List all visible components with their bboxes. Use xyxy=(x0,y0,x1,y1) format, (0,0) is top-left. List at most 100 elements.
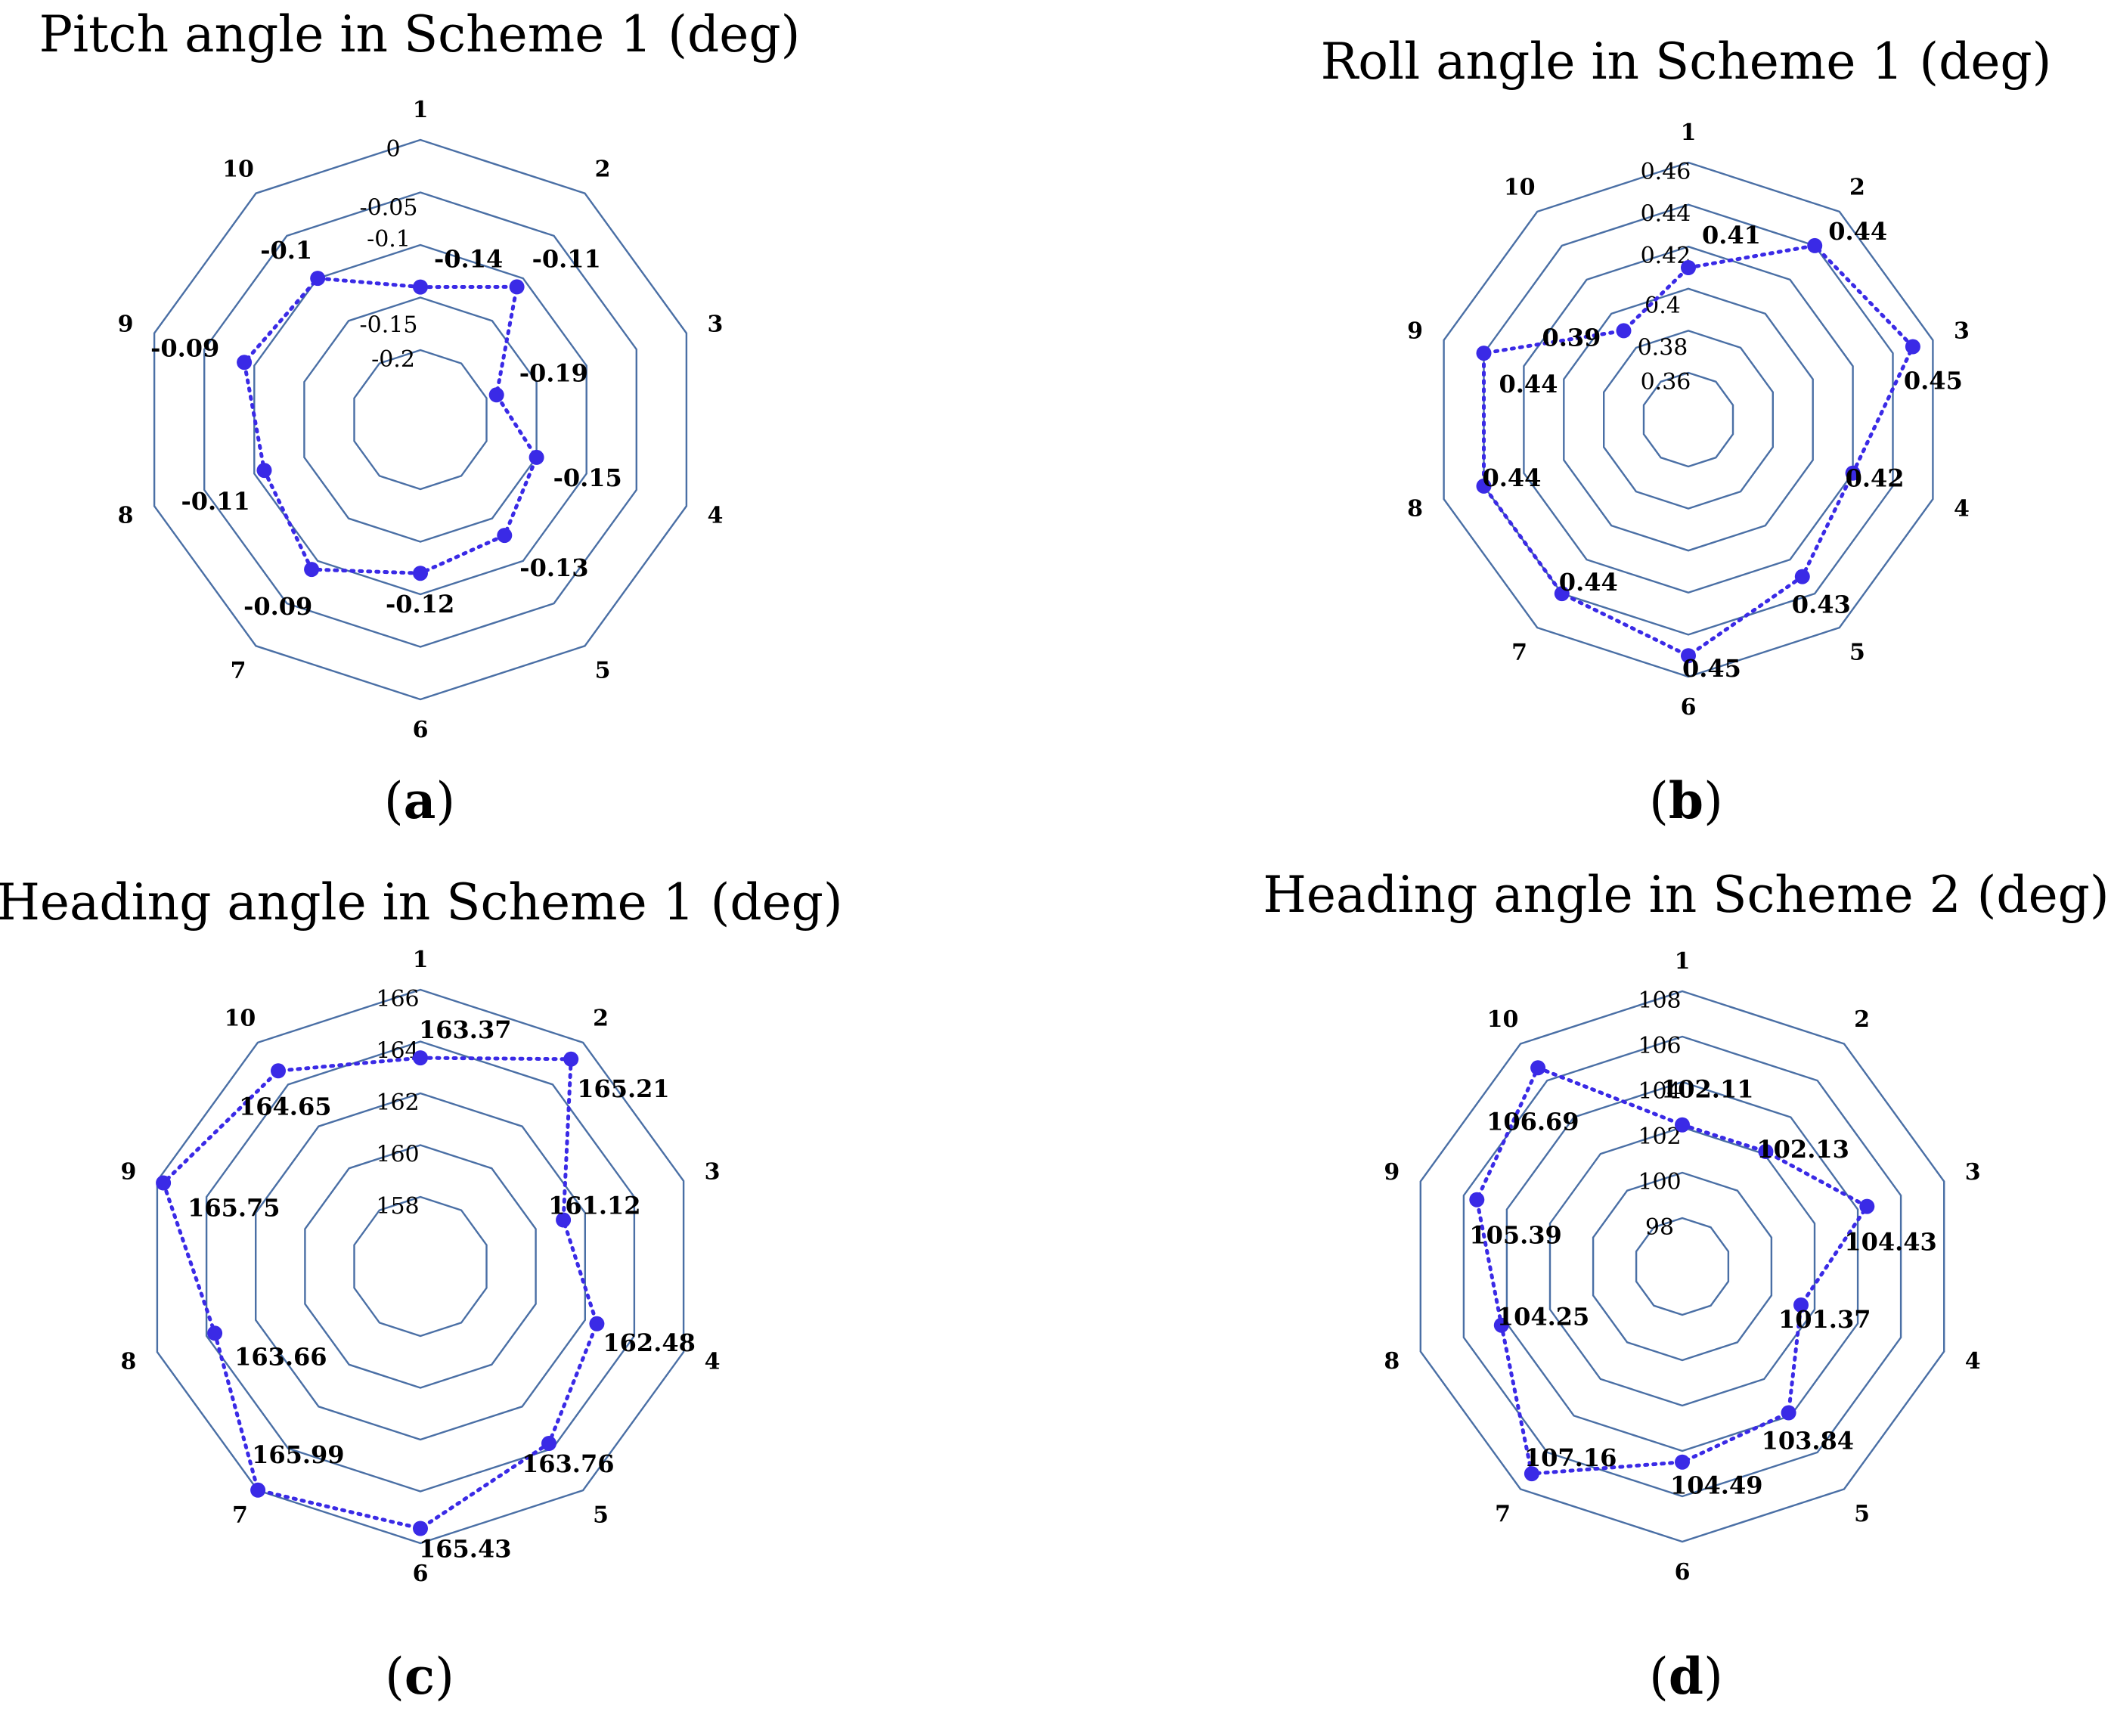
data-label: 0.45 xyxy=(1682,654,1741,683)
category-label: 3 xyxy=(705,1159,721,1186)
data-label: 163.37 xyxy=(419,1015,511,1044)
data-point xyxy=(541,1436,556,1451)
category-label: 4 xyxy=(1965,1348,1981,1375)
data-label: 161.12 xyxy=(548,1192,640,1220)
grid-ring xyxy=(1592,1171,1773,1362)
data-label: 0.44 xyxy=(1559,568,1618,597)
data-point xyxy=(529,449,544,465)
data-point xyxy=(256,463,272,479)
data-label: 103.84 xyxy=(1762,1427,1854,1455)
category-label: 9 xyxy=(118,311,134,337)
category-label: 10 xyxy=(222,156,254,182)
data-point xyxy=(1469,1192,1485,1207)
data-label: 0.41 xyxy=(1702,221,1761,250)
tick-label: 0.36 xyxy=(1641,369,1691,395)
tick-label: 0 xyxy=(386,136,400,163)
data-point xyxy=(1859,1198,1875,1214)
data-label: 0.42 xyxy=(1846,464,1905,493)
grid-ring xyxy=(153,138,688,701)
grid-ring xyxy=(353,349,488,491)
tick-label: 106 xyxy=(1638,1033,1681,1059)
tick-label: -0.1 xyxy=(367,226,411,253)
grid-ring xyxy=(156,988,685,1545)
grid-ring xyxy=(1462,1035,1902,1498)
data-label: 165.43 xyxy=(419,1535,511,1564)
category-label: 9 xyxy=(120,1159,136,1186)
category-label: 6 xyxy=(1681,694,1697,721)
grid-ring xyxy=(1523,245,1854,594)
category-label: 10 xyxy=(1504,175,1536,201)
series-line xyxy=(1482,243,1915,659)
data-point xyxy=(589,1316,605,1331)
data-label: -0.19 xyxy=(519,358,588,387)
tick-label: -0.2 xyxy=(371,346,415,373)
category-label: 1 xyxy=(1681,119,1697,146)
grid-ring xyxy=(1483,203,1894,636)
panel-label: (c) xyxy=(385,1647,454,1706)
tick-label: 102 xyxy=(1638,1124,1681,1150)
category-label: 5 xyxy=(1849,639,1865,665)
data-label: 0.45 xyxy=(1904,367,1963,395)
chart-title: Roll angle in Scheme 1 (deg) xyxy=(1321,33,2052,91)
data-label: -0.11 xyxy=(532,244,601,273)
data-point xyxy=(1758,1144,1774,1159)
data-label: -0.1 xyxy=(260,236,312,265)
grid-ring xyxy=(1635,1217,1730,1316)
data-label: -0.09 xyxy=(243,592,312,621)
tick-label: -0.05 xyxy=(360,195,418,222)
panel-label: (a) xyxy=(384,771,455,830)
radar-panel-c: Heading angle in Scheme 1 (deg)166164162… xyxy=(0,873,843,1706)
data-label: 163.76 xyxy=(522,1449,614,1478)
chart-title: Heading angle in Scheme 1 (deg) xyxy=(0,873,843,932)
category-label: 6 xyxy=(413,1561,429,1587)
category-label: 3 xyxy=(707,311,723,337)
category-label: 1 xyxy=(413,947,429,973)
data-label: -0.09 xyxy=(150,333,219,362)
tick-label: 166 xyxy=(376,986,419,1012)
data-label: -0.12 xyxy=(386,590,454,618)
radar-panel-a: Pitch angle in Scheme 1 (deg)0-0.05-0.1-… xyxy=(39,5,801,830)
grid-ring xyxy=(205,1040,636,1493)
data-point xyxy=(1524,1466,1539,1482)
data-point xyxy=(310,271,326,287)
data-point xyxy=(413,1521,428,1536)
data-point xyxy=(1681,260,1696,275)
data-point xyxy=(1905,339,1920,355)
data-point xyxy=(1793,1297,1809,1313)
data-label: 0.43 xyxy=(1792,591,1851,619)
data-label: 107.16 xyxy=(1524,1443,1617,1472)
panel-label: (b) xyxy=(1649,771,1723,830)
data-label: 102.11 xyxy=(1661,1075,1753,1104)
category-label: 10 xyxy=(225,1006,256,1032)
data-point xyxy=(563,1051,579,1067)
grid-ring xyxy=(1642,371,1734,468)
data-point xyxy=(207,1325,223,1341)
chart-title: Pitch angle in Scheme 1 (deg) xyxy=(39,5,801,64)
data-point xyxy=(250,1482,266,1498)
category-label: 7 xyxy=(232,1502,248,1529)
category-label: 3 xyxy=(1965,1159,1981,1186)
grid-ring xyxy=(304,1144,537,1389)
data-label: 162.48 xyxy=(603,1328,695,1357)
data-label: 104.25 xyxy=(1497,1303,1589,1331)
grid-ring xyxy=(1443,161,1934,678)
category-label: 8 xyxy=(118,503,134,529)
data-label: -0.14 xyxy=(434,245,503,274)
data-label: -0.11 xyxy=(181,487,250,516)
data-point xyxy=(1675,1454,1690,1470)
data-label: 165.99 xyxy=(252,1440,344,1469)
radar-panel-d: Heading angle in Scheme 2 (deg)108106104… xyxy=(1263,866,2109,1706)
category-label: 4 xyxy=(1954,495,1970,522)
category-label: 10 xyxy=(1487,1006,1519,1033)
category-label: 7 xyxy=(231,658,246,684)
grid-ring xyxy=(1602,330,1775,510)
category-label: 2 xyxy=(1854,1006,1870,1033)
data-point xyxy=(413,279,428,295)
tick-label: 160 xyxy=(376,1142,419,1168)
data-point xyxy=(556,1212,572,1228)
data-point xyxy=(1807,237,1823,253)
data-point xyxy=(237,355,253,370)
category-label: 2 xyxy=(1849,175,1865,201)
category-label: 8 xyxy=(1407,495,1423,522)
